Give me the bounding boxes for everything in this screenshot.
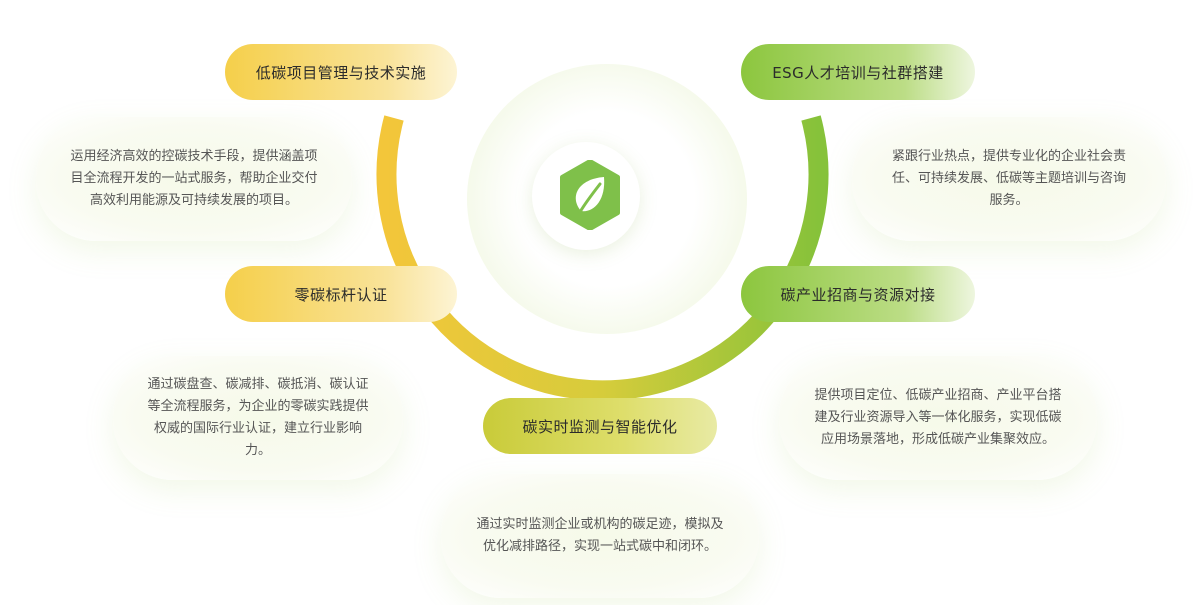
topic-pill-carbon-monitoring[interactable]: 碳实时监测与智能优化	[483, 398, 717, 454]
topic-description-esg-training: 紧跟行业热点，提供专业化的企业社会责任、可持续发展、低碳等主题培训与咨询服务。	[852, 117, 1166, 241]
topic-description-zero-carbon-certification: 通过碳盘查、碳减排、碳抵消、碳认证等全流程服务，为企业的零碳实践提供权威的国际行…	[113, 356, 403, 480]
topic-pill-zero-carbon-certification[interactable]: 零碳标杆认证	[225, 266, 457, 322]
topic-pill-carbon-industry[interactable]: 碳产业招商与资源对接	[741, 266, 975, 322]
ring-arc	[376, 115, 829, 401]
topic-description-low-carbon-project: 运用经济高效的控碳技术手段，提供涵盖项目全流程开发的一站式服务，帮助企业交付高效…	[36, 117, 352, 241]
topic-pill-low-carbon-project[interactable]: 低碳项目管理与技术实施	[225, 44, 457, 100]
topic-description-carbon-monitoring: 通过实时监测企业或机构的碳足迹，模拟及优化减排路径，实现一站式碳中和闭环。	[441, 474, 759, 598]
leaf-hexagon-icon	[560, 160, 620, 230]
topic-description-carbon-industry: 提供项目定位、低碳产业招商、产业平台搭建及行业资源导入等一体化服务，实现低碳应用…	[779, 356, 1097, 480]
topic-pill-esg-training[interactable]: ESG人才培训与社群搭建	[741, 44, 975, 100]
